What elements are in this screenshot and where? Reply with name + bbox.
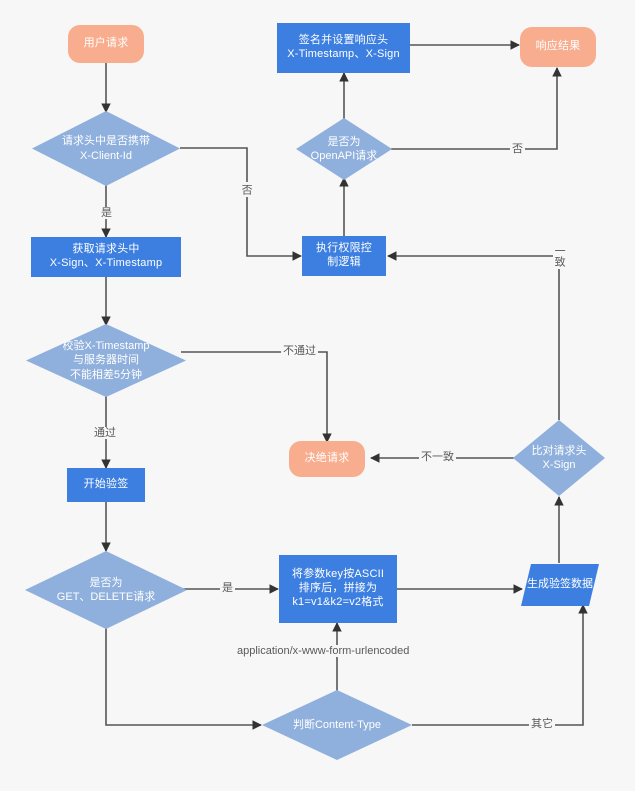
node-has-client-id[interactable]: 请求头中是否携带 X-Client-Id: [32, 111, 180, 186]
edge-openapi-no: [391, 67, 562, 150]
edge-verify-fail: [181, 351, 332, 443]
node-response-result-label: 响应结果: [535, 40, 581, 53]
node-get-sign-headers[interactable]: 获取请求头中 X-Sign、X-Timestamp: [31, 237, 181, 277]
diamond-shape: [26, 324, 186, 397]
node-sign-set-headers[interactable]: 签名并设置响应头 X-Timestamp、X-Sign: [277, 23, 410, 73]
diamond-shape: [262, 690, 412, 760]
edge-label-match-sign: 一致: [553, 243, 566, 269]
diamond-shape: [296, 118, 392, 180]
diamond-shape: [25, 551, 187, 629]
node-sign-set-headers-label: 签名并设置响应头 X-Timestamp、X-Sign: [287, 34, 400, 60]
node-exec-permission-label: 执行权限控 制逻辑: [316, 242, 372, 268]
edge-label-form-urlencoded: application/x-www-form-urlencoded: [235, 645, 412, 658]
node-judge-content-type[interactable]: 判断Content-Type: [262, 690, 412, 760]
node-sort-params-ascii[interactable]: 将参数key按ASCII 排序后，拼接为 k1=v1&k2=v2格式: [279, 555, 397, 623]
node-user-request-label: 用户请求: [83, 37, 129, 50]
node-sort-params-ascii-label: 将参数key按ASCII 排序后，拼接为 k1=v1&k2=v2格式: [291, 568, 385, 608]
node-start-verify-sign-label: 开始验签: [83, 478, 129, 491]
node-get-sign-headers-label: 获取请求头中 X-Sign、X-Timestamp: [49, 243, 163, 269]
edge-label-mismatch-sign: 不一致: [419, 451, 456, 464]
edge-label-fail-timestamp: 不通过: [281, 345, 318, 358]
diamond-shape: [513, 420, 605, 496]
edge-label-yes-client-id: 是: [99, 207, 114, 220]
node-reject-request-label: 决绝请求: [304, 452, 350, 465]
diamond-shape: [32, 111, 180, 186]
node-reject-request[interactable]: 决绝请求: [289, 441, 365, 477]
node-generate-sign-data[interactable]: 生成验签数据: [521, 564, 599, 606]
node-user-request[interactable]: 用户请求: [68, 25, 144, 63]
node-start-verify-sign[interactable]: 开始验签: [67, 468, 145, 502]
edge-label-no-openapi: 否: [510, 143, 525, 156]
parallelogram-shape: [521, 564, 599, 606]
edge-label-no-client-id: 否: [240, 182, 253, 197]
edge-label-pass-timestamp: 通过: [92, 427, 118, 440]
node-is-get-delete[interactable]: 是否为 GET、DELETE请求: [25, 551, 187, 629]
edge-getdelete-no: [105, 628, 262, 730]
edge-label-other-content-type: 其它: [529, 718, 555, 731]
edge-clientid-no: [180, 147, 302, 261]
node-exec-permission[interactable]: 执行权限控 制逻辑: [302, 236, 386, 276]
edge-contenttype-other: [412, 604, 588, 726]
edge-compare-match: [387, 251, 560, 420]
node-verify-timestamp[interactable]: 校验X-Timestamp 与服务器时间 不能相差5分钟: [26, 324, 186, 397]
node-compare-x-sign[interactable]: 比对请求头 X-Sign: [513, 420, 605, 496]
node-response-result[interactable]: 响应结果: [520, 27, 596, 67]
edge-label-yes-get-delete: 是: [220, 582, 235, 595]
node-is-openapi[interactable]: 是否为 OpenAPI请求: [296, 118, 392, 180]
